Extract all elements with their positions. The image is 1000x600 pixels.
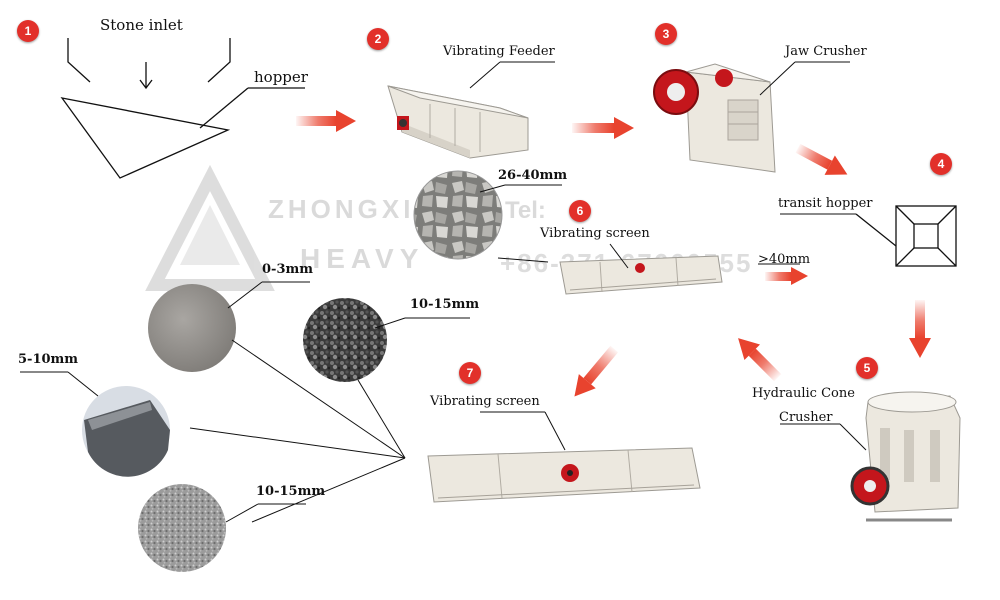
watermark-company-line1: ZHONGXIN [268,194,437,224]
leader-line-feeder [469,61,501,89]
flow-arrow-6-4 [765,267,808,285]
stone-inlet-label: Stone inlet [100,16,183,34]
watermark-phone-label: Tel: [505,197,546,224]
company-logo-watermark [145,164,275,291]
material-26-40mm-image [413,170,503,260]
flow-arrow-2-3 [572,117,634,139]
watermark-company-line2: HEAVY [300,243,424,274]
step-badge-1: 1 [17,20,39,42]
vibrating-screen-7-image [427,447,701,503]
material-10-15mm-light-image [138,484,226,572]
step-badge-3: 3 [655,23,677,45]
vibrating-screen-6-image [559,255,723,295]
cone-crusher-label: Crusher [779,410,833,425]
leader-line-cone-2 [839,423,867,451]
leader-line-10-15-a [374,317,406,329]
transit-hopper-label: transit hopper [778,196,873,211]
transit-hopper-diagram [855,205,957,267]
step-badge-2: 2 [367,28,389,50]
size-label-over-40mm: >40mm [758,252,811,267]
flow-arrow-4-5 [909,300,931,358]
stone-inlet-diagram [60,38,305,179]
leader-line-5-10-2 [67,371,99,397]
vibrating-feeder-image [387,85,529,159]
size-label-10-15mm-b: 10-15mm [256,484,326,499]
leader-line-10-15-b [225,503,259,523]
size-label-26-40mm: 26-40mm [498,168,568,183]
jaw-crusher-label: Jaw Crusher [785,44,867,59]
step-badge-6: 6 [569,200,591,222]
step-badge-5: 5 [856,357,878,379]
step-badge-7: 7 [459,362,481,384]
size-label-10-15mm-a: 10-15mm [410,297,480,312]
size-label-0-3mm: 0-3mm [262,262,313,277]
leader-line-screen6-top [609,243,629,269]
step-badge-4: 4 [930,153,952,175]
leader-line-screen7-2 [544,411,566,451]
material-10-15mm-dark-image [303,298,387,382]
flow-arrow-6-7 [574,345,619,397]
hydraulic-cone-label: Hydraulic Cone [752,386,855,401]
flow-arrow-1-2 [296,110,356,132]
leader-line-26-40 [479,184,506,193]
flow-arrow-3-4 [795,143,848,175]
hopper-label: hopper [254,68,308,86]
size-label-5-10mm: 5-10mm [18,352,79,367]
vibrating-screen-6-label: Vibrating screen [540,226,650,241]
leader-line-0-3 [227,281,263,309]
cone-crusher-image [850,391,961,522]
leader-line-jaw [759,61,796,96]
flow-arrow-5-6 [738,338,782,382]
product-convergence-lines [189,339,406,523]
material-5-10mm-image [82,386,170,477]
vibrating-feeder-label: Vibrating Feeder [443,44,555,59]
leader-line-screen6 [497,257,549,263]
jaw-crusher-image [653,63,776,173]
vibrating-screen-7-label: Vibrating screen [430,394,540,409]
material-0-3mm-image [148,284,236,372]
